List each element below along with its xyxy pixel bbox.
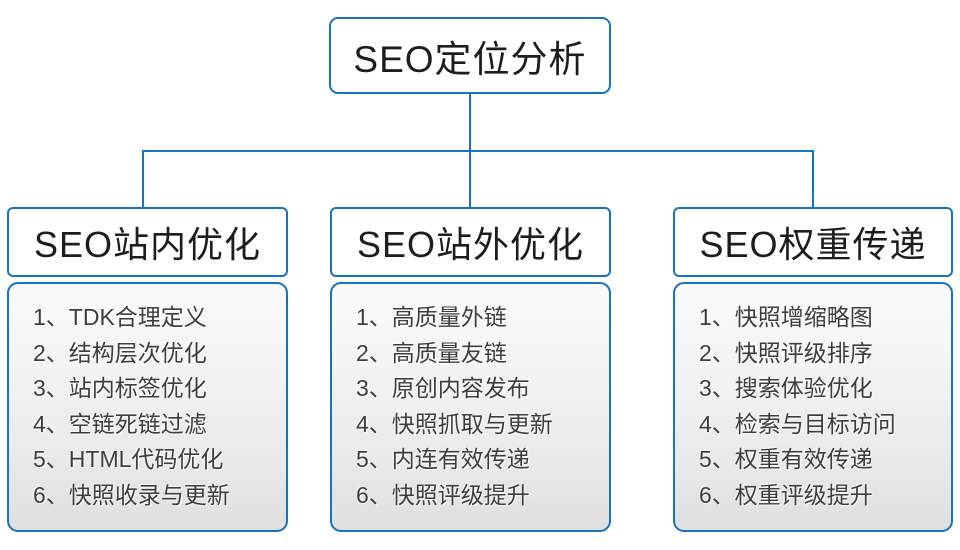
list-item: 4、快照抓取与更新	[356, 410, 553, 437]
branch-header-onsite: SEO站内优化	[7, 207, 288, 277]
list-item: 5、权重有效传递	[699, 446, 873, 473]
list-item: 6、快照收录与更新	[33, 481, 230, 508]
branch-header-offsite: SEO站外优化	[330, 207, 611, 277]
branch-list-offsite: 1、高质量外链 2、高质量友链 3、原创内容发布 4、快照抓取与更新 5、内连有…	[330, 282, 611, 532]
list-item: 6、权重评级提升	[699, 481, 873, 508]
list-item: 2、结构层次优化	[33, 339, 207, 366]
branch-header-label: SEO站外优化	[356, 224, 585, 265]
branch-header-weight-transfer: SEO权重传递	[673, 207, 953, 277]
list-item: 5、内连有效传递	[356, 446, 530, 473]
list-item: 5、HTML代码优化	[33, 446, 224, 473]
root-node-label: SEO定位分析	[353, 38, 587, 80]
connector-drop-middle	[469, 150, 471, 208]
list-item: 3、站内标签优化	[33, 375, 207, 402]
list-item: 1、高质量外链	[356, 304, 507, 330]
list-item: 4、检索与目标访问	[699, 410, 896, 437]
root-node-seo-positioning: SEO定位分析	[329, 17, 611, 94]
connector-drop-left	[142, 150, 144, 208]
list-item: 1、快照增缩略图	[699, 304, 873, 330]
list-item: 2、快照评级排序	[699, 339, 873, 366]
list-item: 3、原创内容发布	[356, 375, 530, 402]
connector-horizontal	[142, 150, 814, 152]
list-item: 4、空链死链过滤	[33, 410, 207, 437]
list-item: 1、TDK合理定义	[33, 304, 207, 330]
branch-header-label: SEO站内优化	[33, 224, 262, 265]
list-item: 6、快照评级提升	[356, 481, 530, 508]
branch-list-onsite: 1、TDK合理定义 2、结构层次优化 3、站内标签优化 4、空链死链过滤 5、H…	[7, 282, 288, 532]
connector-drop-right	[812, 150, 814, 208]
list-item: 2、高质量友链	[356, 339, 507, 366]
list-item: 3、搜索体验优化	[699, 375, 873, 402]
branch-header-label: SEO权重传递	[699, 224, 927, 265]
connector-root-vertical	[469, 93, 471, 151]
branch-list-weight-transfer: 1、快照增缩略图 2、快照评级排序 3、搜索体验优化 4、检索与目标访问 5、权…	[673, 282, 953, 532]
